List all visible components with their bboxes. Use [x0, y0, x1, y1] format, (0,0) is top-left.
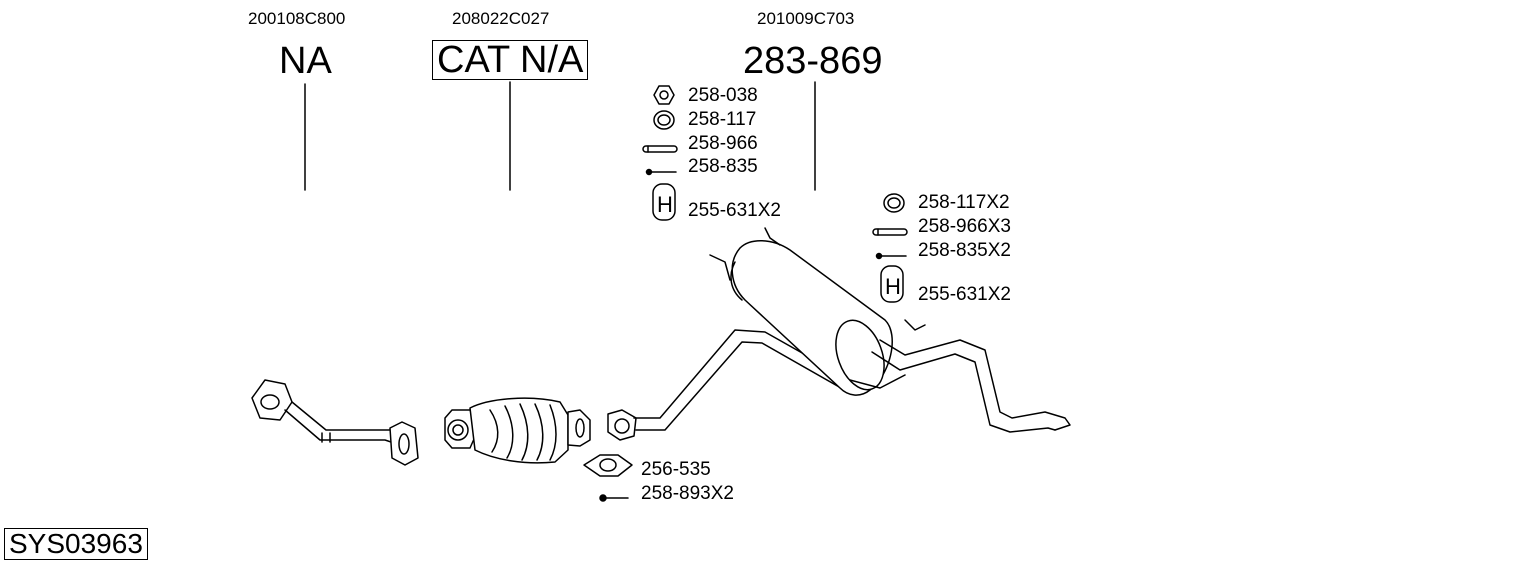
accessory-hanger-label: 255-631X2 — [688, 200, 781, 221]
catalytic-converter-drawing — [444, 397, 591, 464]
oem-number-na: 200108C800 — [248, 9, 346, 28]
oem-number-cat: 208022C027 — [452, 9, 550, 28]
bolt-icon — [599, 494, 629, 502]
ring-gasket-icon — [653, 110, 675, 130]
rubber-hanger-icon: H — [880, 265, 904, 303]
accessory-nut-label: 258-038 — [688, 85, 758, 106]
accessory-gasket-label: 256-535 — [641, 459, 711, 480]
flange-gasket-icon — [583, 454, 633, 477]
system-id-label: SYS03963 — [4, 528, 148, 560]
front-pipe-drawing — [251, 379, 419, 466]
accessory-bolt-label: 258-893X2 — [641, 483, 734, 504]
accessory-bolt-label: 258-835 — [688, 156, 758, 177]
accessory-ring-label: 258-117X2 — [918, 192, 1010, 213]
rear-silencer-drawing — [607, 227, 1071, 441]
accessory-hanger-label: 255-631X2 — [918, 284, 1011, 305]
part-label-cat: CAT N/A — [432, 40, 589, 80]
sleeve-icon — [872, 228, 908, 236]
accessory-sleeve-label: 258-966X3 — [918, 216, 1011, 237]
ring-gasket-icon — [883, 193, 905, 213]
accessory-ring-label: 258-117 — [688, 109, 757, 130]
part-label-rear: 283-869 — [743, 40, 883, 82]
svg-text:H: H — [657, 192, 673, 217]
bolt-icon — [875, 252, 907, 260]
accessory-bolt-label: 258-835X2 — [918, 240, 1011, 261]
oem-number-rear: 201009C703 — [757, 9, 855, 28]
accessory-sleeve-label: 258-966 — [688, 133, 758, 154]
rubber-hanger-icon: H — [652, 183, 676, 221]
sleeve-icon — [642, 145, 678, 153]
bolt-icon — [645, 168, 677, 176]
svg-text:H: H — [885, 274, 901, 299]
part-label-na: NA — [279, 40, 332, 82]
hex-nut-icon — [653, 85, 675, 105]
